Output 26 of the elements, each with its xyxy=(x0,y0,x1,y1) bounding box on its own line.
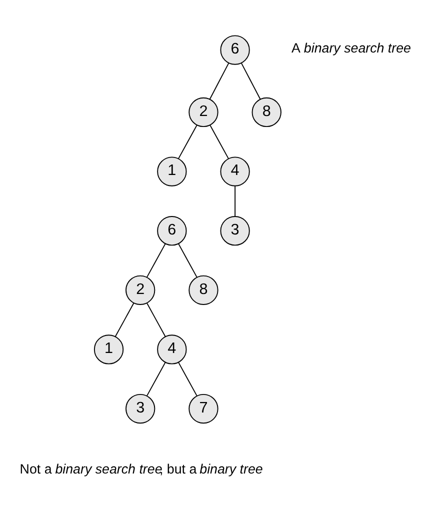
node-circle: 1 xyxy=(94,334,124,364)
node-circle: 3 xyxy=(126,393,156,424)
label: A binary search tree xyxy=(291,40,411,56)
node-circle: 8 xyxy=(252,96,282,127)
connector xyxy=(178,361,198,396)
node-circle: 6 xyxy=(220,34,250,64)
node-circle: 4 xyxy=(220,156,250,186)
node-circle: 4 xyxy=(157,334,187,364)
connector xyxy=(178,242,198,278)
connector xyxy=(146,242,166,278)
node-circle: 1 xyxy=(157,156,187,186)
node-circle: 6 xyxy=(157,216,187,246)
node-circle: 7 xyxy=(188,393,218,424)
connector xyxy=(209,62,230,100)
connector xyxy=(210,124,229,159)
connector xyxy=(146,302,166,337)
node-circle: 3 xyxy=(220,216,250,246)
node-circle: 8 xyxy=(188,274,218,304)
connector xyxy=(178,124,198,159)
connector xyxy=(240,62,261,100)
node-circle: 2 xyxy=(188,96,218,127)
connector xyxy=(234,185,236,216)
node-circle: 2 xyxy=(126,274,156,304)
label: Not a binary search tree, but a binary tree xyxy=(20,461,263,476)
connector xyxy=(114,302,134,337)
connector xyxy=(146,361,166,396)
